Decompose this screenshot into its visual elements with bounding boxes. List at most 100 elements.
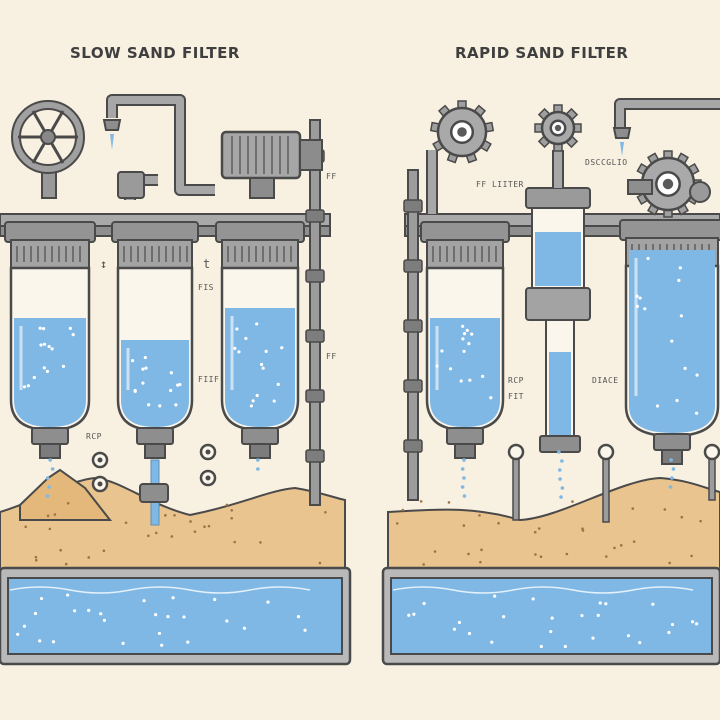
pump-inlet [627, 179, 653, 195]
wheel-rim [13, 102, 83, 172]
stake-ring [597, 443, 615, 461]
sand-drop-stream [45, 458, 55, 498]
flow-arrow-label: t [203, 257, 211, 271]
faucet-drip [110, 134, 114, 150]
slow-tag-label: FIS [198, 283, 214, 292]
water-bubble [225, 619, 229, 623]
inlet-pipe-left [106, 94, 186, 160]
sand-grain [690, 554, 693, 558]
water-bubble [68, 326, 72, 330]
water-bubble [683, 366, 687, 370]
sand-grain [170, 535, 174, 538]
sand-grain [259, 541, 262, 544]
rapid-filter-column [525, 187, 591, 453]
sand-grain [605, 555, 608, 558]
water-drop [559, 495, 563, 499]
water-drop [558, 477, 562, 481]
pole-clamp [403, 319, 423, 333]
water-bubble [235, 327, 239, 331]
gear-center [662, 178, 674, 190]
water-bubble [133, 388, 137, 393]
water-bubble [435, 364, 439, 368]
water-bubble [169, 371, 173, 375]
water-bubble [563, 644, 567, 649]
sand-grain [571, 500, 574, 503]
sand-grain [537, 527, 541, 530]
water-drop [668, 485, 673, 489]
water-drop [669, 458, 673, 462]
vessel-outlet [241, 427, 279, 445]
sand-grain [462, 524, 466, 527]
sand-grain [147, 534, 150, 538]
water-bubble [255, 393, 259, 398]
sand-grain [479, 560, 482, 564]
pipe-body [176, 160, 215, 194]
water-bubble [531, 597, 535, 601]
water-drop [557, 468, 562, 472]
slow-tag-label: FF [326, 352, 337, 361]
water-bubble [646, 256, 650, 261]
water-bubble [154, 613, 158, 617]
vessel-water [225, 308, 295, 427]
sand-grain [497, 521, 500, 525]
water-bubble [33, 611, 38, 616]
sand-grain [207, 524, 211, 528]
water-bubble [604, 602, 608, 606]
support-pole-right [403, 169, 423, 501]
water-bubble [244, 336, 248, 341]
vessel-collar [221, 239, 299, 269]
motor-mount [249, 177, 275, 199]
water-bubble [470, 332, 474, 336]
rapid-tag-label: FIT [508, 392, 524, 401]
water-drop [48, 458, 52, 462]
stake-ring [507, 443, 525, 461]
water-bubble [42, 327, 46, 331]
water-bubble [143, 355, 147, 360]
water-bubble [38, 326, 42, 330]
sand-grain [480, 548, 483, 552]
water-drop [669, 476, 674, 480]
water-bubble [141, 367, 145, 371]
ring-fitting [91, 451, 109, 469]
vessel-nozzle [454, 443, 476, 459]
pole-clamp [403, 199, 423, 213]
faucet-head [612, 127, 632, 139]
water-drop [460, 467, 465, 471]
water-drop [256, 467, 260, 471]
gear-center [554, 124, 562, 132]
water-bubble [635, 294, 639, 298]
column-cap [525, 187, 591, 209]
vessel-water [14, 318, 86, 427]
vessel-outlet [653, 433, 691, 451]
sand-grain [467, 552, 470, 556]
vessel-outlet [136, 427, 174, 445]
rapid-filter-vessel-3 [619, 219, 720, 465]
water-bubble [276, 382, 280, 386]
pole-clamp [403, 259, 423, 273]
connector-pipe-left [174, 160, 215, 196]
sand-grain [102, 549, 106, 553]
pole-clamp [305, 449, 325, 463]
sand-grain [230, 508, 234, 512]
sand-grain [318, 561, 322, 565]
water-bubble [47, 344, 51, 349]
water-bubble [675, 398, 679, 403]
water-bubble [160, 643, 164, 647]
water-drop [256, 458, 260, 462]
sand-grain [233, 540, 237, 544]
sand-grain [433, 550, 437, 553]
water-bubble [144, 366, 148, 370]
water-bubble [39, 343, 43, 347]
water-drop [460, 485, 465, 489]
sand-grain [632, 540, 636, 543]
sand-grain [324, 510, 327, 514]
water-bubble [598, 601, 602, 605]
water-bubble [42, 342, 47, 346]
water-bubble [142, 599, 146, 603]
pump-cap [689, 181, 711, 203]
water-bubble [651, 602, 655, 606]
water-bubble [38, 639, 42, 643]
water-bubble [272, 399, 276, 403]
slow-tag-label: FIIF [198, 375, 220, 384]
